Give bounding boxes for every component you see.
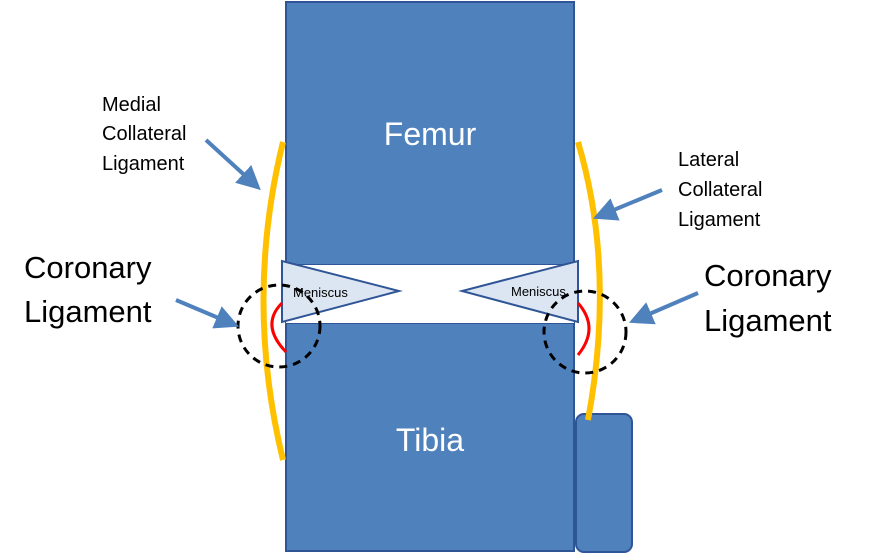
medial-collateral-label-line1: Medial xyxy=(102,94,161,116)
tibia-bone xyxy=(285,322,575,552)
femur-label: Femur xyxy=(384,116,477,152)
coronary-left-label-line2: Ligament xyxy=(24,294,152,329)
femur-bone xyxy=(285,1,575,266)
coronary-right-label-line2: Ligament xyxy=(704,303,832,338)
arrow-coronary-right xyxy=(628,291,699,325)
arrow-coronary-left xyxy=(175,298,240,329)
arrow-medial-collateral xyxy=(204,138,261,191)
lateral-collateral-ligament xyxy=(575,141,603,421)
medial-collateral-label-line2: Collateral xyxy=(102,123,186,145)
lateral-collateral-label-line1: Lateral xyxy=(678,149,739,171)
coronary-right-label-line1: Coronary xyxy=(704,258,832,293)
medial-collateral-ligament xyxy=(260,141,286,461)
lateral-collateral-label-line2: Collateral xyxy=(678,179,762,201)
coronary-right-highlight xyxy=(542,289,628,375)
lateral-collateral-label-line3: Ligament xyxy=(678,209,761,231)
medial-collateral-label-line3: Ligament xyxy=(102,153,185,175)
meniscus-left-label: Meniscus xyxy=(293,285,348,300)
tibia-label: Tibia xyxy=(396,422,464,458)
meniscus-right-label: Meniscus xyxy=(511,284,566,299)
coronary-ligament-right-arc xyxy=(576,302,591,356)
fibula-bone xyxy=(575,413,633,553)
meniscus-left-shape xyxy=(281,259,403,324)
coronary-left-label-line1: Coronary xyxy=(24,250,152,285)
coronary-ligament-left-arc xyxy=(270,301,288,354)
arrow-lateral-collateral xyxy=(592,188,663,221)
